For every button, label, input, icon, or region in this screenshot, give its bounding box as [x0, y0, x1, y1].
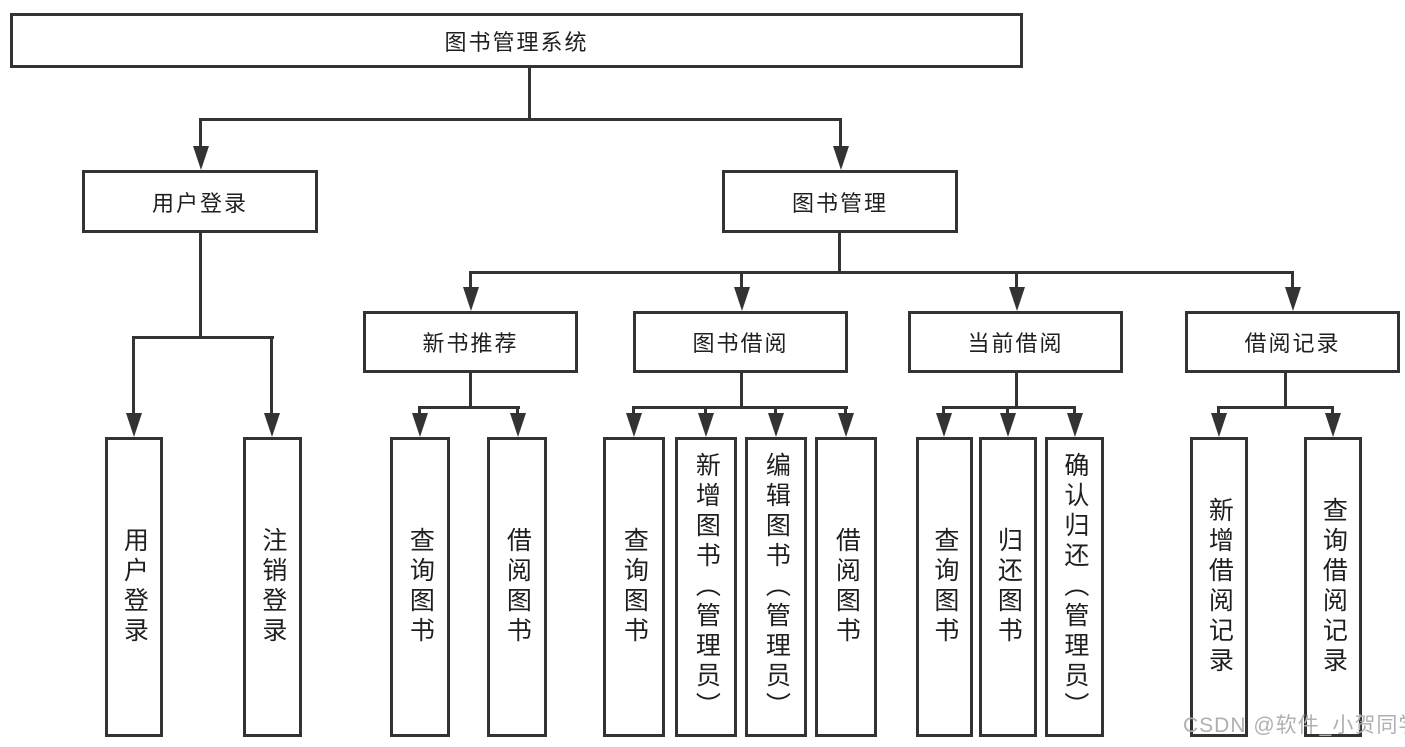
node-label: 当前借阅	[967, 331, 1064, 356]
connector-current-stem	[1015, 373, 1018, 409]
leaf-add-borrow-record: 新增借阅记录	[1190, 437, 1248, 737]
connector-stub-book-mgmt	[839, 118, 842, 152]
connector-borrowing-hline	[633, 406, 848, 409]
connector-root-hline	[199, 118, 842, 121]
connector-userlogin-hline	[133, 336, 274, 339]
leaf-borrow-books-2: 借阅图书	[815, 437, 877, 737]
leaf-return-books: 归还图书	[979, 437, 1037, 737]
node-book-management: 图书管理	[722, 170, 958, 233]
leaf-label: 查询图书	[930, 527, 959, 647]
leaf-label: 归还图书	[994, 527, 1023, 647]
leaf-confirm-return-admin: 确认归还（管理员）	[1045, 437, 1104, 737]
arrow-down-icon	[1211, 413, 1227, 437]
leaf-label: 新增借阅记录	[1205, 497, 1234, 677]
arrow-down-icon	[463, 287, 479, 311]
connector-bookmgmt-stem	[838, 233, 841, 274]
arrow-down-icon	[193, 146, 209, 170]
connector-userlogin-stem	[199, 233, 202, 338]
leaf-label: 查询图书	[620, 527, 649, 647]
arrow-down-icon	[936, 413, 952, 437]
node-user-login: 用户登录	[82, 170, 318, 233]
arrow-down-icon	[1285, 287, 1301, 311]
leaf-label: 查询借阅记录	[1319, 497, 1348, 677]
leaf-label: 借阅图书	[832, 527, 861, 647]
arrow-down-icon	[412, 413, 428, 437]
leaf-label: 确认归还（管理员）	[1060, 452, 1089, 722]
node-label: 新书推荐	[422, 331, 519, 356]
connector-stub	[740, 271, 743, 291]
leaf-label: 注销登录	[258, 527, 287, 647]
node-root-label: 图书管理系统	[444, 29, 589, 55]
arrow-down-icon	[1009, 287, 1025, 311]
node-label: 图书借阅	[692, 331, 789, 356]
connector-records-stem	[1284, 373, 1287, 409]
node-new-book-recommend: 新书推荐	[363, 311, 578, 373]
connector-newbooks-stem	[469, 373, 472, 409]
leaf-edit-books-admin: 编辑图书（管理员）	[745, 437, 807, 737]
leaf-borrow-books-1: 借阅图书	[487, 437, 547, 737]
arrow-down-icon	[838, 413, 854, 437]
arrow-down-icon	[264, 413, 280, 437]
connector-current-hline	[943, 406, 1076, 409]
watermark: CSDN @软件_小贺同学	[1183, 714, 1405, 737]
arrow-down-icon	[1067, 413, 1083, 437]
node-root: 图书管理系统	[10, 13, 1023, 68]
arrow-down-icon	[734, 287, 750, 311]
connector-root-stem	[528, 68, 531, 120]
connector-bookmgmt-hline	[469, 271, 1294, 274]
leaf-label: 用户登录	[120, 527, 149, 647]
connector-stub	[270, 336, 273, 418]
connector-newbooks-hline	[419, 406, 520, 409]
connector-stub	[1015, 271, 1018, 291]
connector-stub	[132, 336, 135, 418]
arrow-down-icon	[698, 413, 714, 437]
leaf-label: 借阅图书	[503, 527, 532, 647]
leaf-label: 新增图书（管理员）	[692, 452, 721, 722]
leaf-label: 编辑图书（管理员）	[762, 452, 791, 722]
arrow-down-icon	[1325, 413, 1341, 437]
arrow-down-icon	[126, 413, 142, 437]
connector-records-hline	[1218, 406, 1334, 409]
node-label: 借阅记录	[1244, 331, 1341, 356]
connector-stub	[1291, 271, 1294, 291]
connector-stub-user-login	[199, 118, 202, 152]
leaf-user-login: 用户登录	[105, 437, 163, 737]
leaf-query-borrow-record: 查询借阅记录	[1304, 437, 1362, 737]
arrow-down-icon	[626, 413, 642, 437]
leaf-query-books-1: 查询图书	[390, 437, 450, 737]
node-current-borrowing: 当前借阅	[908, 311, 1123, 373]
leaf-label: 查询图书	[406, 527, 435, 647]
leaf-query-books-3: 查询图书	[916, 437, 973, 737]
leaf-add-books-admin: 新增图书（管理员）	[675, 437, 737, 737]
node-borrowing-records: 借阅记录	[1185, 311, 1400, 373]
node-label: 图书管理	[791, 190, 888, 216]
node-book-borrowing: 图书借阅	[633, 311, 848, 373]
arrow-down-icon	[768, 413, 784, 437]
arrow-down-icon	[1000, 413, 1016, 437]
leaf-query-books-2: 查询图书	[603, 437, 665, 737]
node-label: 用户登录	[151, 190, 248, 216]
arrow-down-icon	[510, 413, 526, 437]
arrow-down-icon	[833, 146, 849, 170]
connector-borrowing-stem	[740, 373, 743, 409]
connector-stub	[469, 271, 472, 291]
leaf-logout: 注销登录	[243, 437, 302, 737]
